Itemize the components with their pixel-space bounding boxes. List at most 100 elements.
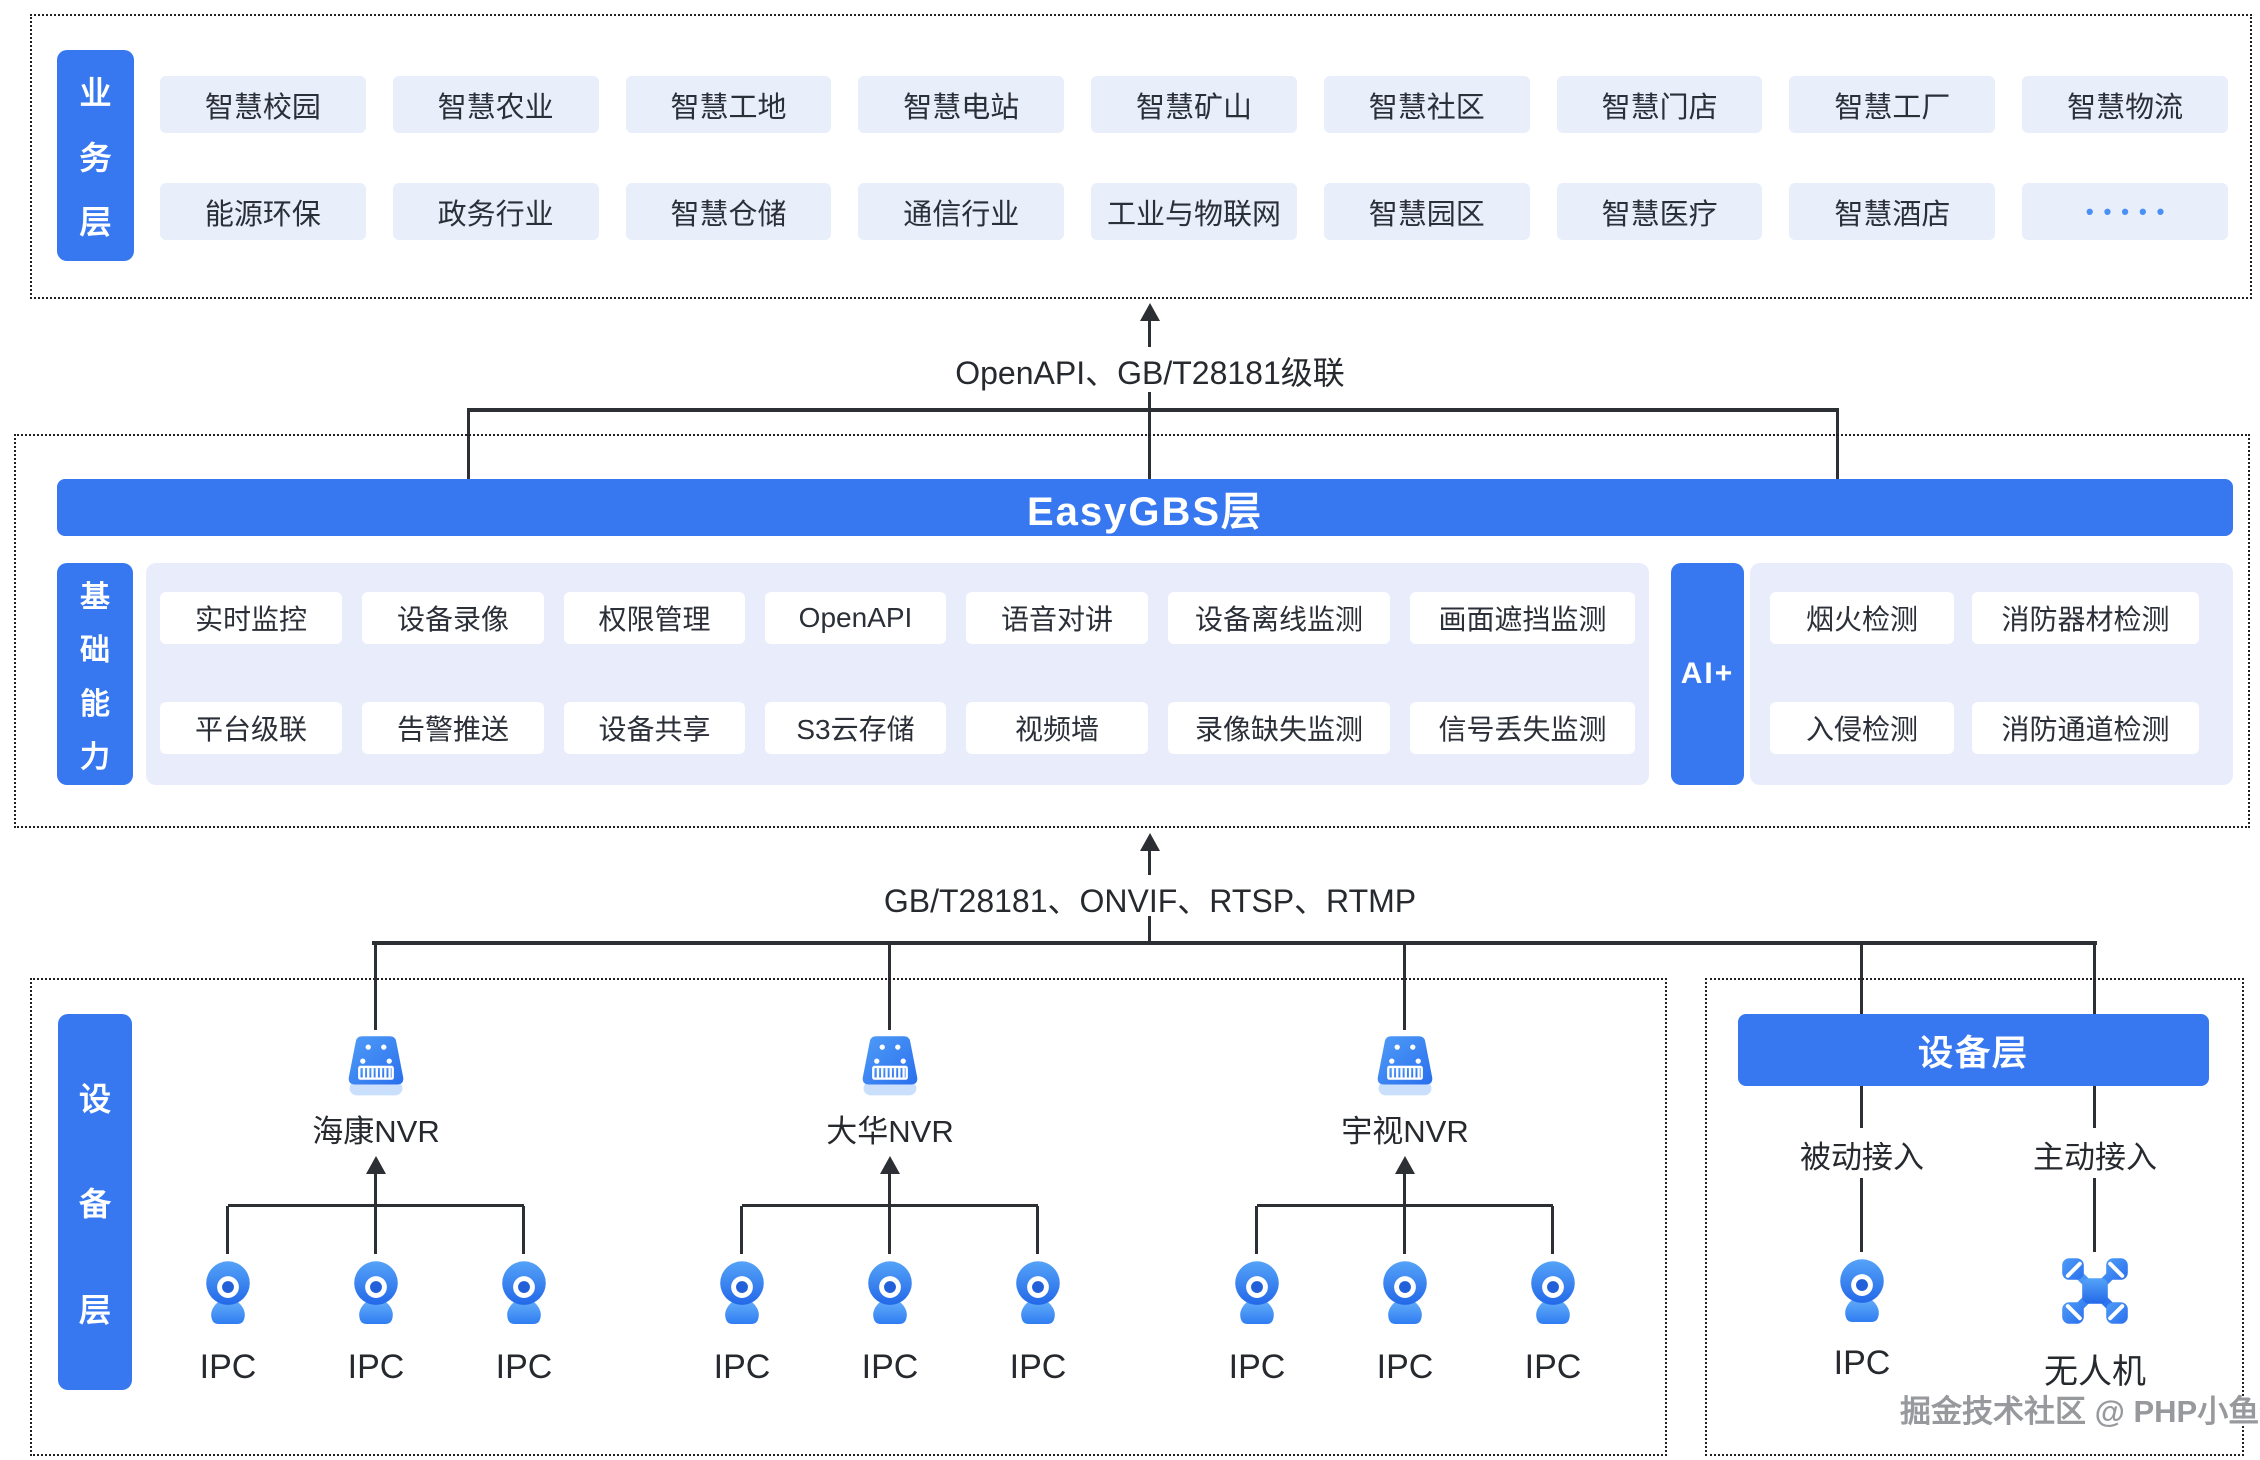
ipc-drop [1036, 1206, 1039, 1254]
business-item: 智慧矿山 [1091, 76, 1297, 133]
nvr-arrow-shaft [374, 1172, 377, 1206]
business-item: 智慧农业 [392, 76, 599, 133]
ipc-bracket [1257, 1204, 1553, 1207]
capability-item: OpenAPI [765, 592, 946, 644]
drop-line-hikvision [374, 941, 377, 1030]
nvr-icon [862, 1036, 918, 1096]
nvr-arrow-head [880, 1156, 900, 1174]
capability-item: 实时监控 [160, 592, 342, 644]
device-layer-box [30, 978, 1667, 1456]
drop-line-uniview [1403, 941, 1406, 1030]
ipc-camera-icon [206, 1261, 250, 1325]
ipc-drop [888, 1206, 891, 1254]
ipc-camera-icon [720, 1261, 764, 1325]
passive-line-lower [1860, 1178, 1863, 1252]
business-row-2: 能源环保 政务行业 智慧仓储 通信行业 工业与物联网 智慧园区 智慧医疗 智慧酒… [160, 183, 2229, 240]
ipc-label: IPC [347, 1348, 405, 1386]
nvr-arrow-shaft [1403, 1172, 1406, 1206]
business-item: 智慧仓储 [625, 183, 832, 240]
capability-item: 画面遮挡监测 [1410, 592, 1635, 644]
watermark: 掘金技术社区 @ PHP小鱼仔 [1900, 1394, 2260, 1429]
bottom-arrow-head [1140, 833, 1160, 851]
ipc-label: IPC [713, 1348, 771, 1386]
drop-line-passive [1860, 941, 1863, 1014]
easygbs-layer-box [14, 434, 2250, 828]
passive-access-label: 被动接入 [1800, 1140, 1924, 1175]
ipc-camera-icon [1235, 1261, 1279, 1325]
active-line-upper [2093, 1086, 2096, 1128]
bottom-connector-line [1148, 916, 1151, 941]
business-layer-label: 业务层 [57, 50, 134, 261]
nvr-name: 海康NVR [312, 1114, 440, 1149]
top-bracket-right-drop [1836, 408, 1839, 479]
ipc-camera-icon [1383, 1261, 1427, 1325]
top-bracket-line [467, 408, 1839, 412]
ipc-drop [1551, 1206, 1554, 1254]
ipc-label: IPC [1009, 1348, 1067, 1386]
capability-row-2: 平台级联 告警推送 设备共享 S3云存储 视频墙 录像缺失监测 信号丢失监测 [160, 702, 1635, 754]
ipc-drop [522, 1206, 525, 1254]
capability-row-1: 实时监控 设备录像 权限管理 OpenAPI 语音对讲 设备离线监测 画面遮挡监… [160, 592, 1635, 644]
ipc-drop [1255, 1206, 1258, 1254]
ipc-label: IPC [1228, 1348, 1286, 1386]
business-item: 智慧物流 [2022, 76, 2229, 133]
business-item: 智慧电站 [858, 76, 1065, 133]
active-line-lower [2093, 1178, 2096, 1252]
top-connector-label: OpenAPI、GB/T28181级联 [955, 355, 1345, 391]
ipc-label: IPC [199, 1348, 257, 1386]
nvr-name: 宇视NVR [1341, 1114, 1469, 1149]
business-item: 能源环保 [160, 183, 366, 240]
ipc-label: IPC [861, 1348, 919, 1386]
business-item: 智慧门店 [1556, 76, 1763, 133]
ai-plus-label: AI+ [1671, 563, 1744, 785]
device-layer-right-box [1705, 978, 2244, 1456]
passive-line-upper [1860, 1086, 1863, 1128]
ipc-camera-icon [1016, 1261, 1060, 1325]
capability-item: 告警推送 [362, 702, 544, 754]
nvr-icon [348, 1036, 404, 1096]
business-item: 智慧社区 [1323, 76, 1530, 133]
business-item: 智慧园区 [1323, 183, 1530, 240]
ai-row-1: 烟火检测 消防器材检测 [1770, 592, 2199, 644]
capability-item: 平台级联 [160, 702, 342, 754]
business-item: 智慧医疗 [1556, 183, 1763, 240]
device-layer-label: 设备层 [58, 1014, 132, 1390]
ai-row-2: 入侵检测 消防通道检测 [1770, 702, 2199, 754]
capability-item: 设备共享 [564, 702, 745, 754]
bottom-connector-label: GB/T28181、ONVIF、RTSP、RTMP [883, 883, 1417, 919]
nvr-icon [1377, 1036, 1433, 1096]
top-arrow-shaft [1148, 319, 1151, 347]
business-row-1: 智慧校园 智慧农业 智慧工地 智慧电站 智慧矿山 智慧社区 智慧门店 智慧工厂 … [160, 76, 2229, 133]
top-arrow-head [1140, 303, 1160, 321]
business-item: 智慧校园 [160, 76, 366, 133]
business-item: 智慧酒店 [1789, 183, 1996, 240]
ipc-camera-icon [1531, 1261, 1575, 1325]
capability-item: 设备录像 [362, 592, 544, 644]
bottom-arrow-shaft [1148, 849, 1151, 875]
ipc-drop [226, 1206, 229, 1254]
business-item-more-dots: ••••• [2022, 183, 2229, 240]
ai-item: 消防通道检测 [1972, 702, 2199, 754]
capability-item: 信号丢失监测 [1410, 702, 1635, 754]
capability-item: 权限管理 [564, 592, 745, 644]
device-bus-line [372, 941, 2097, 945]
easygbs-bar: EasyGBS层 [57, 479, 2233, 536]
business-layer-box [30, 14, 2252, 299]
ai-item: 消防器材检测 [1972, 592, 2199, 644]
capability-label: 基础能力 [57, 563, 133, 785]
ipc-camera-icon [354, 1261, 398, 1325]
business-item: 工业与物联网 [1091, 183, 1297, 240]
ipc-label: IPC [495, 1348, 553, 1386]
business-item: 通信行业 [858, 183, 1065, 240]
business-item: 智慧工地 [625, 76, 832, 133]
ai-item: 入侵检测 [1770, 702, 1954, 754]
active-access-label: 主动接入 [2033, 1140, 2157, 1175]
nvr-name: 大华NVR [826, 1114, 954, 1149]
drone-icon [2062, 1258, 2128, 1324]
nvr-arrow-shaft [888, 1172, 891, 1206]
ipc-drop [740, 1206, 743, 1254]
ipc-bracket [228, 1204, 524, 1207]
device-layer-bar: 设备层 [1738, 1014, 2209, 1086]
drone-label: 无人机 [2044, 1353, 2146, 1391]
